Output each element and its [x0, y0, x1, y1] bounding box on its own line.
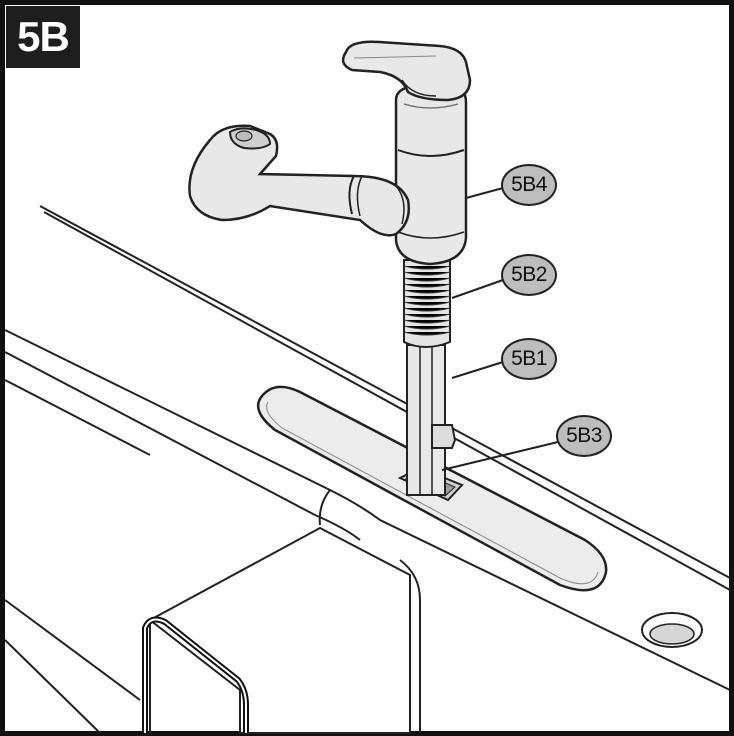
callout-5b2: 5B2: [501, 254, 557, 296]
callout-5b1: 5B1: [501, 338, 557, 380]
callout-5b4: 5B4: [501, 164, 557, 206]
step-label: 5B: [6, 6, 80, 68]
callout-5b3: 5B3: [556, 415, 612, 457]
threaded-tube: [403, 259, 451, 348]
faucet-body: [394, 84, 468, 266]
sink-hole: [641, 612, 703, 648]
countertop: [4, 205, 731, 734]
faucet-handle: [341, 40, 472, 102]
sink-basin: [142, 526, 411, 734]
spray-head: [188, 124, 410, 237]
leader-lines: [441, 187, 559, 471]
mounting-shank: [406, 344, 457, 496]
